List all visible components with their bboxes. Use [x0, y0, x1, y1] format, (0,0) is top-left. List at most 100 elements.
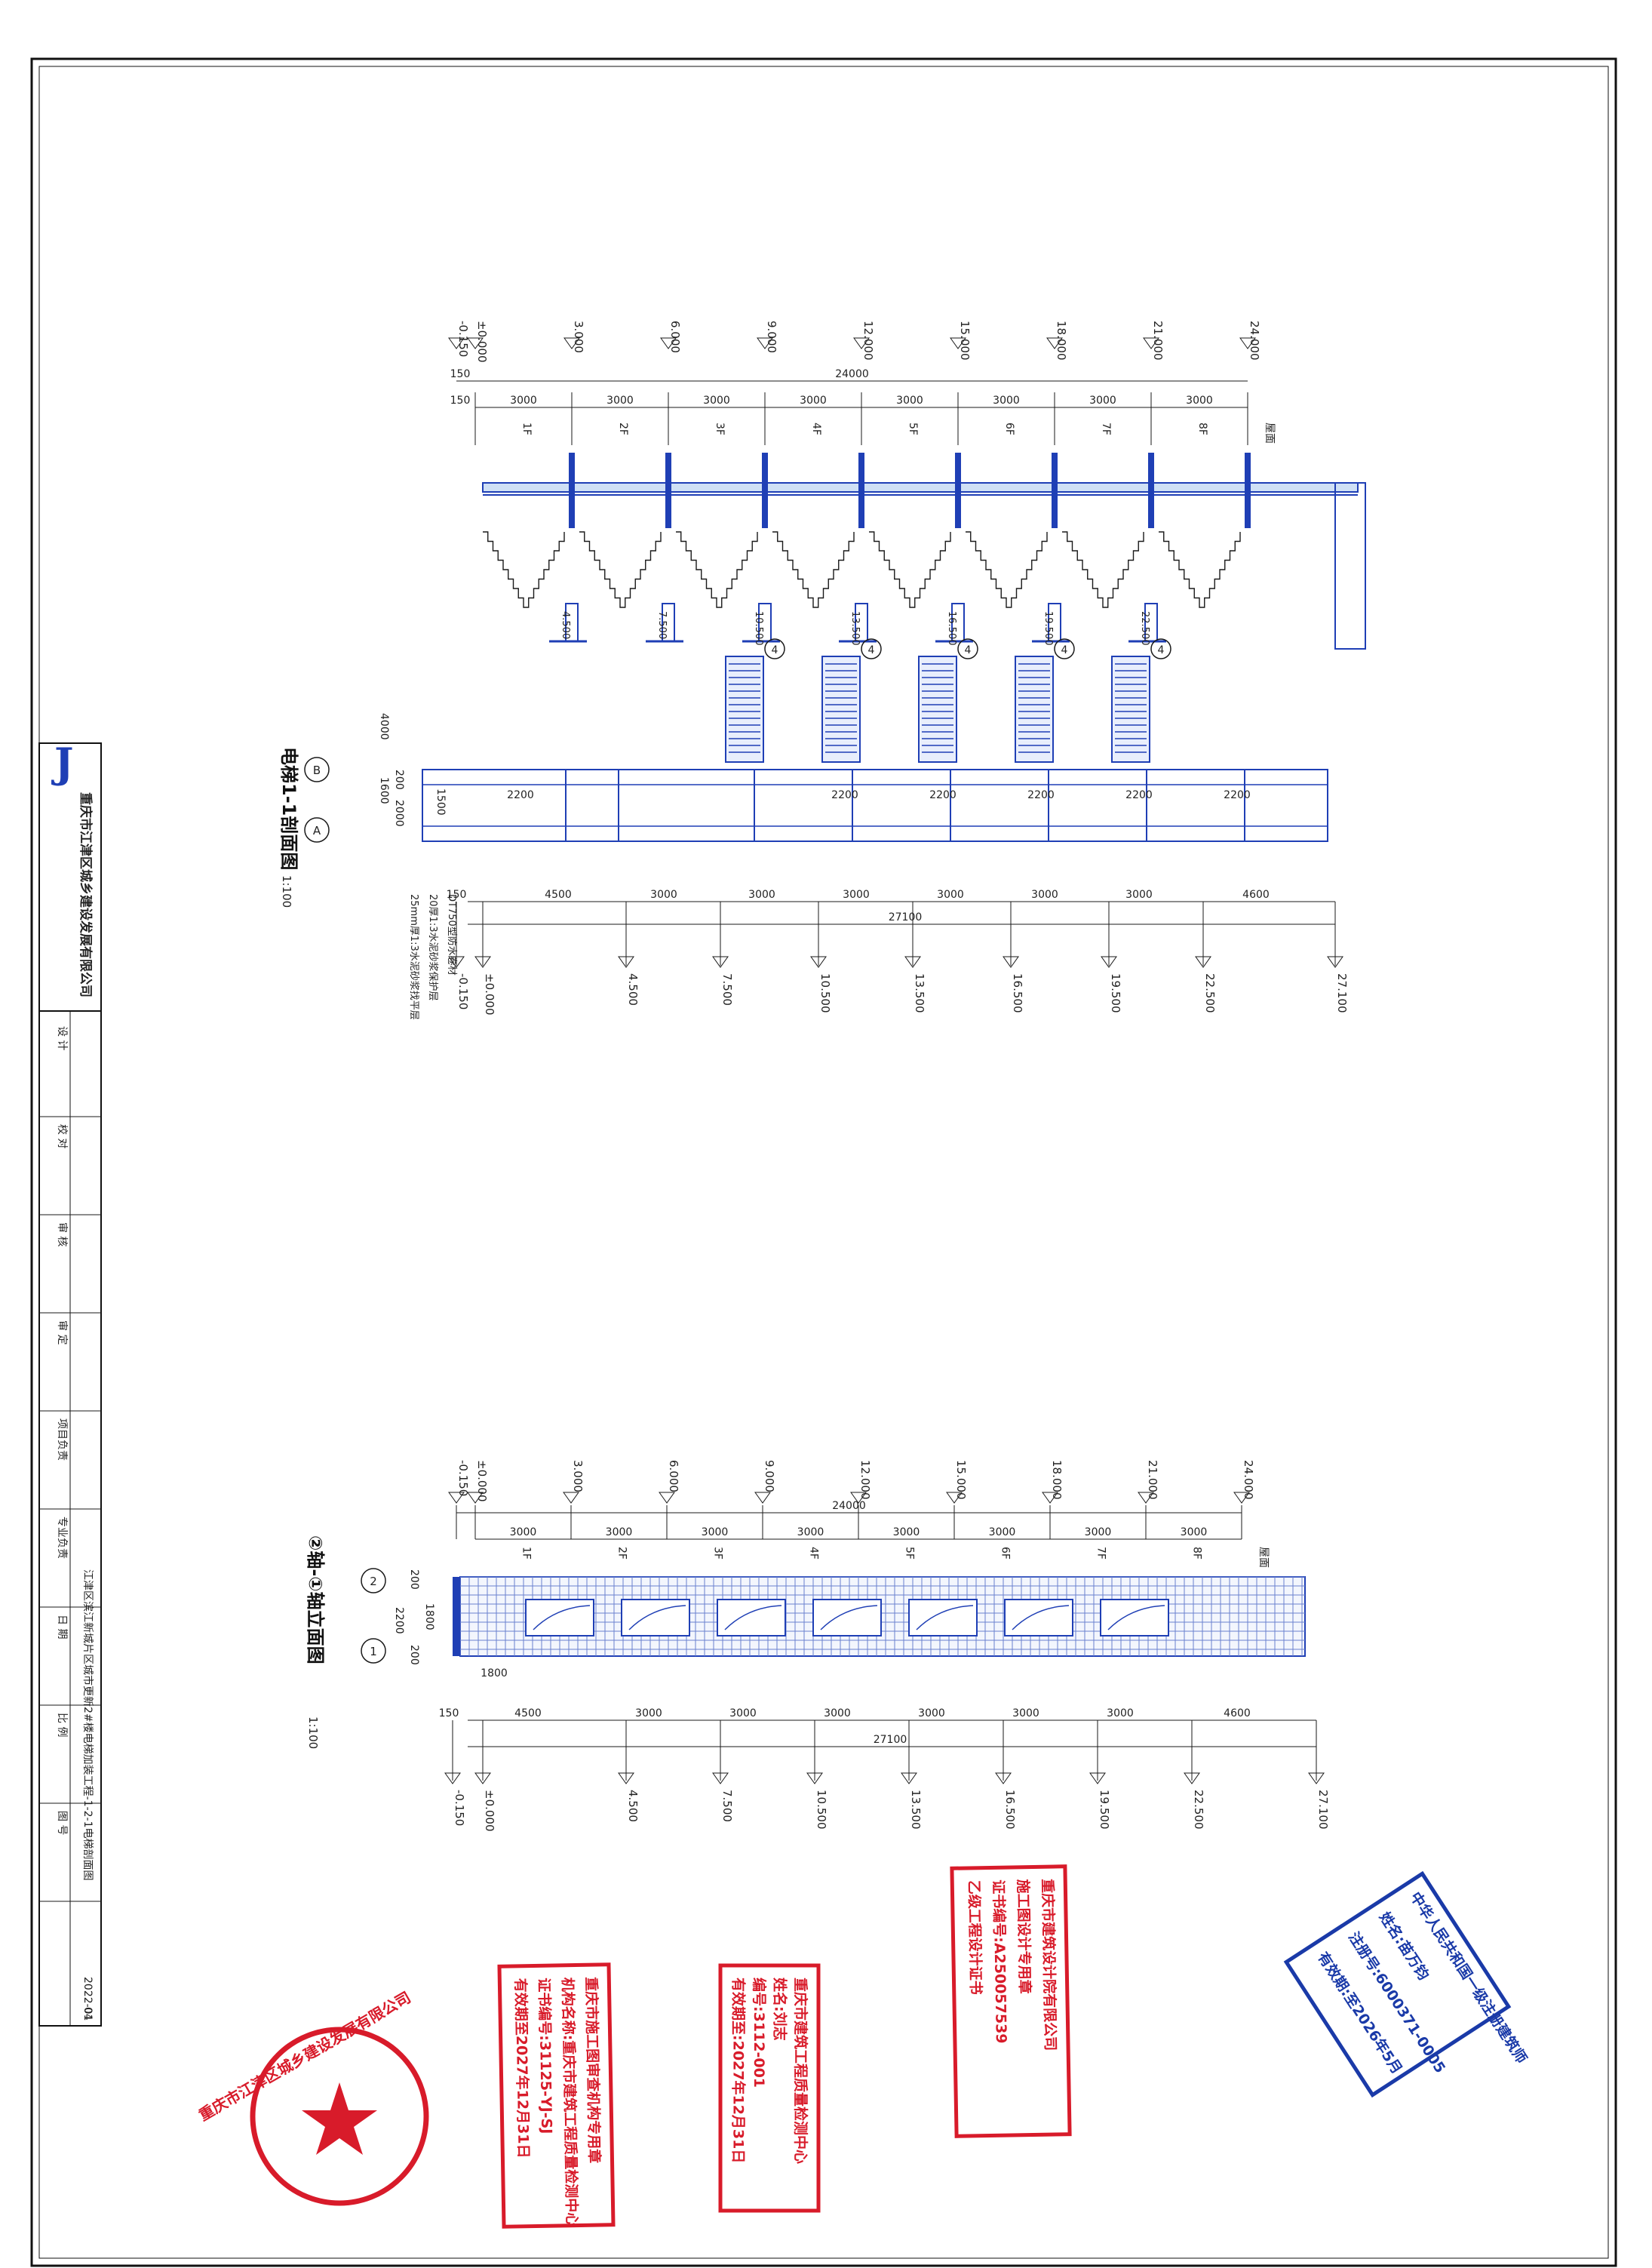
corridor-width-label: 2200	[1224, 789, 1251, 801]
window-curve	[533, 1605, 591, 1630]
elevation-marker	[950, 337, 966, 349]
window-curve	[1107, 1605, 1165, 1630]
stamp-line: 证书编号:A250057539	[990, 1879, 1010, 2044]
axis-bubble	[361, 1568, 386, 1593]
elevation-marker	[995, 1772, 1012, 1784]
floor-label: 6F	[999, 1547, 1012, 1560]
stair-elevation-label: 19.500	[1042, 611, 1054, 646]
detail-callout	[1054, 638, 1075, 659]
elevation-marker	[659, 1492, 675, 1504]
stamp-line: 证书编号:31125-YJ-SJ	[536, 1978, 556, 2134]
left-dimension-label: 200	[408, 1569, 420, 1590]
floor-height-label: 3000	[1085, 1526, 1112, 1538]
elevation-marker	[474, 956, 491, 968]
stamp-review-agency: 重庆市施工图审查机构专用章机构名称:重庆市建筑工程质量检测中心证书编号:3112…	[497, 1962, 616, 2229]
lower-total-label: 27100	[889, 911, 923, 923]
elevation-marker	[806, 1772, 823, 1784]
stamp-line: 机构名称:重庆市建筑工程质量检测中心	[559, 1978, 581, 2227]
floor-height-label: 3000	[1181, 1526, 1208, 1538]
left-dimension-label: 1800	[481, 1667, 508, 1679]
stamp-line: 有效期至2027年12月31日	[512, 1978, 533, 2159]
elevation-label-top: 9.000	[763, 1460, 776, 1492]
elevation-label-bottom: 16.500	[1003, 1790, 1017, 1830]
floor-label: 2F	[617, 423, 629, 435]
elevation-marker	[810, 956, 827, 968]
stamp-line: 有效期至:2027年12月31日	[730, 1978, 748, 2163]
elevation-marker	[448, 1492, 465, 1504]
floor-height-label: 3000	[896, 395, 923, 407]
corridor-width-label: 2200	[831, 789, 858, 801]
stair-elevation-label: 22.500	[1139, 611, 1150, 646]
floor-label: 5F	[904, 1547, 916, 1560]
floor-slab	[569, 453, 575, 528]
facade-window	[621, 1599, 690, 1636]
elevation-marker	[1233, 1492, 1250, 1504]
facade-window	[525, 1599, 594, 1636]
dim-150: 150	[450, 395, 471, 407]
detail-callout	[764, 638, 785, 659]
floor-label: 5F	[907, 423, 919, 435]
floor-label: 屋面	[1257, 1547, 1270, 1568]
elevation-label-top: 15.000	[958, 321, 972, 361]
elevation-marker	[618, 1772, 634, 1784]
stair-flight	[1159, 531, 1241, 608]
title-block-label: 专业负责	[56, 1517, 68, 1559]
detail-callout-text: 4	[1158, 644, 1165, 656]
stair-flight	[676, 531, 758, 608]
left-dimension-label: 2000	[393, 800, 405, 827]
stamp-design-institute: 重庆市建筑设计院有限公司施工图设计专用章证书编号:A250057539乙级工程设…	[950, 1864, 1072, 2138]
floor-slab	[1052, 453, 1058, 528]
elevation-marker	[474, 1772, 491, 1784]
lower-dim-label: 3000	[1031, 889, 1058, 901]
title-block-label: 审 核	[56, 1222, 68, 1246]
stair-flight	[869, 531, 951, 608]
lower-dim-label: 3000	[918, 1707, 945, 1719]
floor-label: 7F	[1100, 423, 1112, 435]
construction-note: DT750型防水卷材	[446, 894, 458, 976]
elevation-marker	[1101, 956, 1117, 968]
elevation-label-top: 18.000	[1055, 321, 1068, 361]
floor-label: 6F	[1003, 423, 1015, 435]
floor-label: 4F	[810, 423, 822, 435]
elevation-marker	[1138, 1492, 1154, 1504]
stamp-border	[718, 1963, 821, 2213]
floor-slab	[762, 453, 768, 528]
stamp-line: 姓名:刘志	[772, 1978, 789, 2041]
elevation-label-bottom: 10.500	[815, 1790, 828, 1830]
detail-callout-text: 4	[772, 644, 778, 656]
elevation-label-bottom: 13.500	[913, 973, 926, 1013]
floor-slab	[858, 453, 864, 528]
left-dimension-label: 4000	[378, 713, 390, 740]
door-frame	[725, 656, 764, 763]
elevation-label-top: 24.000	[1248, 321, 1261, 361]
dim-150: 150	[450, 368, 471, 380]
elevation-marker	[467, 337, 484, 349]
elevation-marker	[1042, 1492, 1058, 1504]
corridor-width-label: 2200	[1027, 789, 1055, 801]
elevation-marker	[712, 956, 729, 968]
drawing-name: 江津区滨江新城片区城市更新2#楼电梯加装工程-1-2-1电梯剖面图	[81, 1569, 94, 1881]
elevation-label-top: -0.150	[456, 1460, 470, 1496]
axis-bubble	[361, 1638, 386, 1664]
elevation-label-top: 18.000	[1050, 1460, 1064, 1500]
elevation-label-bottom: 13.500	[909, 1790, 923, 1830]
left-dimension-label: 1500	[434, 788, 447, 816]
floor-height-label: 3000	[1089, 395, 1116, 407]
elevation-label-bottom: -0.150	[456, 973, 470, 1010]
elevator-door-panel: 4	[821, 638, 882, 763]
title-block-label: 日 期	[56, 1615, 68, 1639]
section-title: 电梯1-1剖面图	[278, 747, 299, 870]
floor-label: 3F	[712, 1547, 724, 1560]
stair-elevation-label: 7.500	[656, 611, 668, 639]
end-wall	[1334, 482, 1366, 650]
elevation-label-bottom: 22.500	[1203, 973, 1217, 1013]
stamp-line: 施工图设计专用章	[1015, 1879, 1034, 1993]
detail-callout	[957, 638, 978, 659]
axis-label: 2	[370, 1575, 377, 1588]
facade-window	[1100, 1599, 1169, 1636]
axis-bubble	[304, 757, 330, 782]
stamp-border	[1283, 1870, 1512, 2098]
elevation-marker	[850, 1492, 867, 1504]
